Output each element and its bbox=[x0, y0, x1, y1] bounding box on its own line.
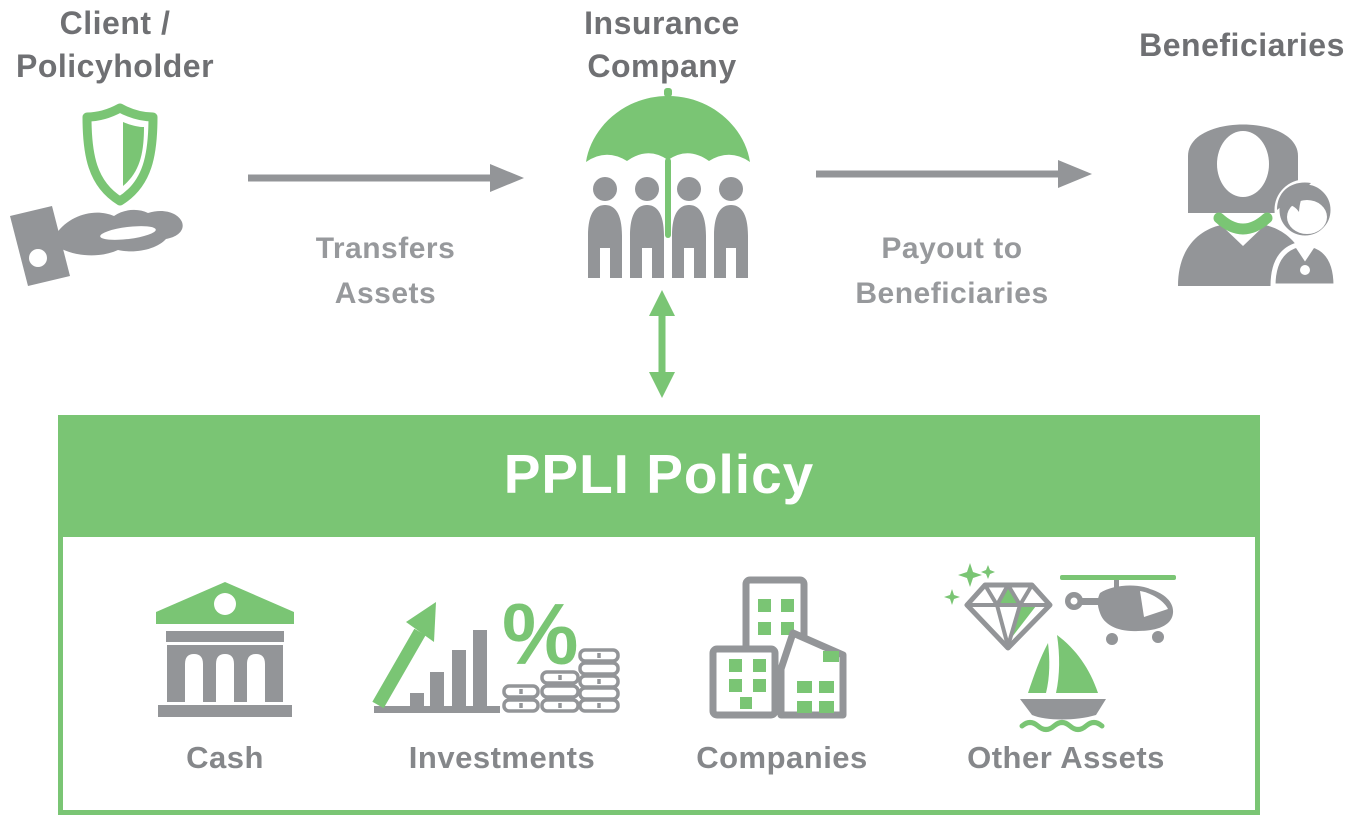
right-arrow-icon bbox=[816, 160, 1092, 188]
beneficiaries-heading-line1: Beneficiaries bbox=[1139, 27, 1345, 63]
payout-line2: Beneficiaries bbox=[855, 277, 1049, 310]
right-arrow-icon bbox=[248, 164, 524, 192]
double-vertical-arrow-icon bbox=[649, 290, 675, 398]
percent-symbol: % bbox=[502, 588, 578, 683]
client-heading: Client / Policyholder bbox=[0, 2, 230, 88]
insurance-heading-line1: Insurance bbox=[584, 5, 740, 41]
shield-in-hand-icon bbox=[10, 103, 183, 286]
umbrella-group-icon bbox=[586, 88, 750, 278]
investments-label: Investments bbox=[408, 740, 596, 775]
other-assets-label: Other Assets bbox=[967, 740, 1165, 775]
cash-label: Cash bbox=[186, 740, 264, 775]
buildings-icon bbox=[709, 576, 847, 719]
companies-label: Companies bbox=[696, 740, 868, 775]
growth-chart-percent-coins-icon: % bbox=[372, 588, 620, 713]
payout-label: Payout to Beneficiaries bbox=[808, 226, 1096, 316]
transfers-assets-label: Transfers Assets bbox=[268, 226, 503, 316]
coin-stacks bbox=[502, 648, 620, 713]
client-heading-line2: Policyholder bbox=[15, 48, 215, 84]
beneficiaries-heading: Beneficiaries bbox=[1118, 24, 1358, 67]
transfers-assets-line2: Assets bbox=[334, 277, 437, 310]
ppli-policy-header: PPLI Policy bbox=[58, 415, 1260, 532]
insurance-company-heading: Insurance Company bbox=[528, 2, 796, 88]
ppli-policy-title: PPLI Policy bbox=[503, 442, 815, 505]
mother-child-icon bbox=[1178, 124, 1339, 286]
insurance-heading-line2: Company bbox=[587, 48, 737, 84]
luxury-assets-icon bbox=[944, 563, 1176, 732]
client-heading-line1: Client / bbox=[59, 5, 171, 41]
payout-line1: Payout to bbox=[881, 232, 1023, 265]
transfers-assets-line1: Transfers bbox=[315, 232, 456, 265]
bank-icon bbox=[156, 582, 294, 717]
